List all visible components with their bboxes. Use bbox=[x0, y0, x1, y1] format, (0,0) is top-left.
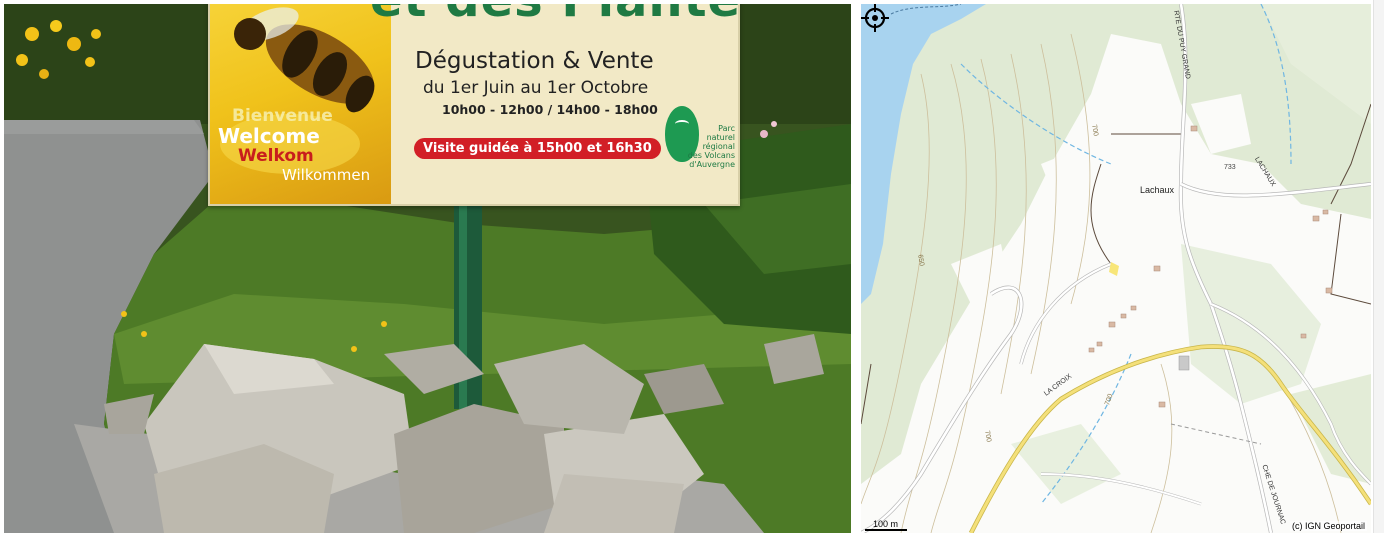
photo-panel: Bienvenue Welcome Welkom Wilkommen et de… bbox=[4, 4, 851, 533]
park-line: naturel bbox=[706, 133, 735, 142]
roadside-sign: Bienvenue Welcome Welkom Wilkommen et de… bbox=[208, 4, 740, 206]
park-line: Parc bbox=[718, 124, 735, 133]
sign-hours: 10h00 - 12h00 / 14h00 - 18h00 bbox=[442, 102, 658, 117]
park-line: régional bbox=[702, 142, 735, 151]
greeting-dutch: Welkom bbox=[238, 146, 314, 166]
park-line: des Volcans bbox=[687, 151, 735, 160]
greeting-english: Welcome bbox=[218, 124, 320, 148]
scale-line bbox=[865, 529, 907, 531]
village-label: Lachaux bbox=[1140, 185, 1175, 195]
bee-icon bbox=[220, 7, 375, 174]
map-canvas[interactable] bbox=[861, 4, 1371, 533]
bee-illustration: Bienvenue Welcome Welkom Wilkommen bbox=[210, 4, 391, 204]
sign-headline: Dégustation & Vente bbox=[415, 48, 654, 74]
page-scrollbar[interactable] bbox=[1373, 0, 1384, 533]
scale-label: 100 m bbox=[873, 519, 899, 529]
map-attribution[interactable]: (c) IGN Geoportail bbox=[1289, 521, 1367, 531]
park-name: Parc naturel régional des Volcans d'Auve… bbox=[673, 124, 735, 169]
sign-dates: du 1er Juin au 1er Octobre bbox=[423, 78, 649, 98]
altitude-label: 733 bbox=[1224, 164, 1236, 171]
park-logo-icon bbox=[665, 106, 699, 162]
sign-tour-badge: Visite guidée à 15h00 et 16h30 bbox=[414, 138, 661, 159]
greeting-german: Wilkommen bbox=[282, 166, 371, 184]
scale-bar: 100 m bbox=[865, 519, 909, 531]
compass-icon[interactable] bbox=[861, 4, 889, 32]
sign-title: et des Plantes bbox=[370, 4, 738, 28]
map-panel[interactable]: Lachaux 733 LACHAUX LA CROIX CHE DE JOUR… bbox=[861, 4, 1371, 533]
park-line: d'Auvergne bbox=[689, 160, 735, 169]
greeting-french: Bienvenue bbox=[232, 106, 333, 126]
